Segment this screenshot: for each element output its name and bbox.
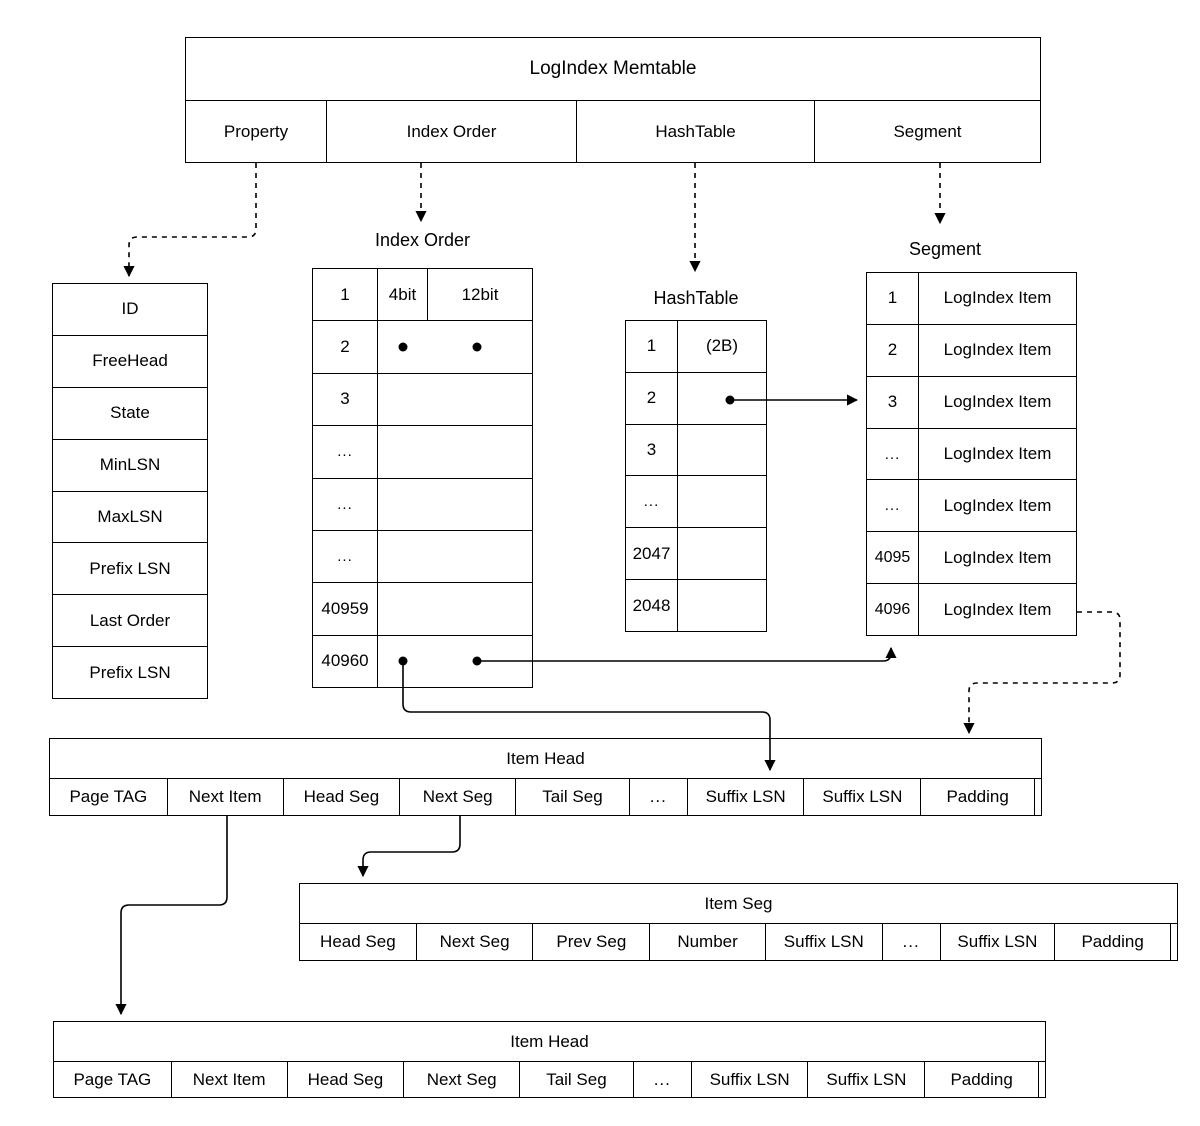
item-seg-title: Item Seg	[704, 893, 773, 913]
cell-page-tag: Page TAG	[50, 779, 168, 815]
segment-title: Segment	[908, 239, 982, 259]
property-row-minlsn: MinLSN	[53, 438, 207, 491]
cell-padding: Padding	[921, 779, 1036, 815]
cells-right-inset	[1035, 779, 1041, 815]
property-row-prefix-lsn: Prefix LSN	[53, 542, 207, 594]
cell-head-seg: Head Seg	[284, 779, 401, 815]
hashtable-row-2047: 2047	[626, 527, 766, 580]
segment-table: 1 LogIndex Item 2 LogIndex Item 3 LogInd…	[866, 272, 1077, 636]
hashtable-row-2048: 2048	[626, 579, 766, 631]
segment-row-1: 1 LogIndex Item	[867, 273, 1076, 324]
index-order-row-ellipsis-1: ...	[313, 425, 532, 478]
segment-row-ellipsis-1: ... LogIndex Item	[867, 427, 1076, 480]
cells-right-inset	[1039, 1062, 1045, 1097]
memtable-box: LogIndex Memtable Property Index Order H…	[185, 37, 1041, 163]
cell-suffix-lsn-1: Suffix LSN	[692, 1062, 809, 1097]
memtable-cell-hashtable: HashTable	[577, 101, 815, 162]
segment-row-ellipsis-2: ... LogIndex Item	[867, 479, 1076, 532]
hashtable-row-1: 1 (2B)	[626, 321, 766, 372]
index-order-row-40959: 40959	[313, 582, 532, 635]
item-head-top-cells: Page TAG Next Item Head Seg Next Seg Tai…	[50, 778, 1041, 815]
segment-row-4095: 4095 LogIndex Item	[867, 531, 1076, 584]
memtable-cell-segment: Segment	[893, 121, 962, 141]
hashtable-row-3: 3	[626, 423, 766, 476]
cell-number: Number	[650, 924, 766, 960]
segment-row-2: 2 LogIndex Item	[867, 323, 1076, 376]
cell-head-seg: Head Seg	[300, 924, 417, 960]
index-order-row-ellipsis-2: ...	[313, 477, 532, 530]
index-order-12bit-cell: 12bit	[461, 284, 499, 304]
item-head-bottom-table: Item Head Page TAG Next Item Head Seg Ne…	[53, 1021, 1046, 1098]
cell-page-tag: Page TAG	[54, 1062, 172, 1097]
index-order-4bit-cell: 4bit	[378, 269, 428, 321]
index-order-title: Index Order	[374, 230, 471, 250]
memtable-cells-row: Property Index Order HashTable Segment	[186, 100, 1040, 162]
property-row-prefix-lsn-2: Prefix LSN	[53, 646, 207, 698]
cell-suffix-lsn-1: Suffix LSN	[766, 924, 883, 960]
cell-next-seg: Next Seg	[417, 924, 534, 960]
hashtable-title: HashTable	[653, 288, 739, 308]
item-head-bottom-title: Item Head	[510, 1031, 589, 1051]
item-head-top-title: Item Head	[506, 748, 585, 768]
item-seg-cells: Head Seg Next Seg Prev Seg Number Suffix…	[300, 923, 1177, 960]
index-order-header-row: 1 4bit 12bit	[313, 269, 532, 321]
cell-prev-seg: Prev Seg	[533, 924, 651, 960]
property-row-freehead: FreeHead	[53, 334, 207, 387]
memtable-title: LogIndex Memtable	[529, 58, 697, 79]
cell-suffix-lsn-2: Suffix LSN	[941, 924, 1056, 960]
item-head-top-table: Item Head Page TAG Next Item Head Seg Ne…	[49, 738, 1042, 816]
cell-suffix-lsn-2: Suffix LSN	[804, 779, 922, 815]
cell-padding: Padding	[925, 1062, 1040, 1097]
property-table: ID FreeHead State MinLSN MaxLSN Prefix L…	[52, 283, 208, 699]
cell-tail-seg: Tail Seg	[520, 1062, 634, 1097]
cell-head-seg: Head Seg	[288, 1062, 405, 1097]
segment-row-4096: 4096 LogIndex Item	[867, 583, 1076, 636]
index-order-row-40960: 40960	[313, 634, 532, 687]
index-order-row-2: 2	[313, 320, 532, 373]
cell-next-item: Next Item	[172, 1062, 288, 1097]
cell-ellipsis: ...	[883, 924, 941, 960]
hashtable-table: 1 (2B) 2 3 ... 2047 2048	[625, 320, 767, 632]
index-order-row-ellipsis-3: ...	[313, 529, 532, 583]
cell-next-seg: Next Seg	[400, 779, 517, 815]
segment-row-3: 3 LogIndex Item	[867, 375, 1076, 428]
property-row-last-order: Last Order	[53, 594, 207, 646]
cell-tail-seg: Tail Seg	[516, 779, 630, 815]
hashtable-row-ellipsis: ...	[626, 475, 766, 528]
cell-suffix-lsn-2: Suffix LSN	[808, 1062, 926, 1097]
cells-right-inset	[1171, 924, 1177, 960]
cell-ellipsis: ...	[630, 779, 688, 815]
arrow-next-item-to-item-head-bottom	[115, 816, 228, 1016]
memtable-cell-property: Property	[186, 101, 327, 162]
cell-padding: Padding	[1055, 924, 1172, 960]
item-head-bottom-cells: Page TAG Next Item Head Seg Next Seg Tai…	[54, 1061, 1045, 1097]
memtable-cell-index-order: Index Order	[327, 101, 577, 162]
cell-suffix-lsn-1: Suffix LSN	[688, 779, 805, 815]
property-row-state: State	[53, 386, 207, 439]
cell-ellipsis: ...	[634, 1062, 692, 1097]
hashtable-row-2: 2	[626, 371, 766, 424]
arrow-next-seg-to-item-seg	[357, 816, 461, 878]
arrow-40960-to-segment	[477, 646, 897, 662]
index-order-row-3: 3	[313, 372, 532, 426]
index-order-header-num: 1	[313, 269, 378, 321]
hashtable-2b-cell: (2B)	[705, 336, 739, 356]
property-row-id: ID	[121, 299, 139, 319]
dashed-arrow-property-to-id-table	[123, 163, 257, 278]
index-order-table: 1 4bit 12bit 2 3 ... ... ... 40959 40960	[312, 268, 533, 688]
cell-next-item: Next Item	[168, 779, 284, 815]
cell-next-seg: Next Seg	[404, 1062, 521, 1097]
item-seg-table: Item Seg Head Seg Next Seg Prev Seg Numb…	[299, 883, 1178, 961]
property-row-maxlsn: MaxLSN	[53, 490, 207, 543]
